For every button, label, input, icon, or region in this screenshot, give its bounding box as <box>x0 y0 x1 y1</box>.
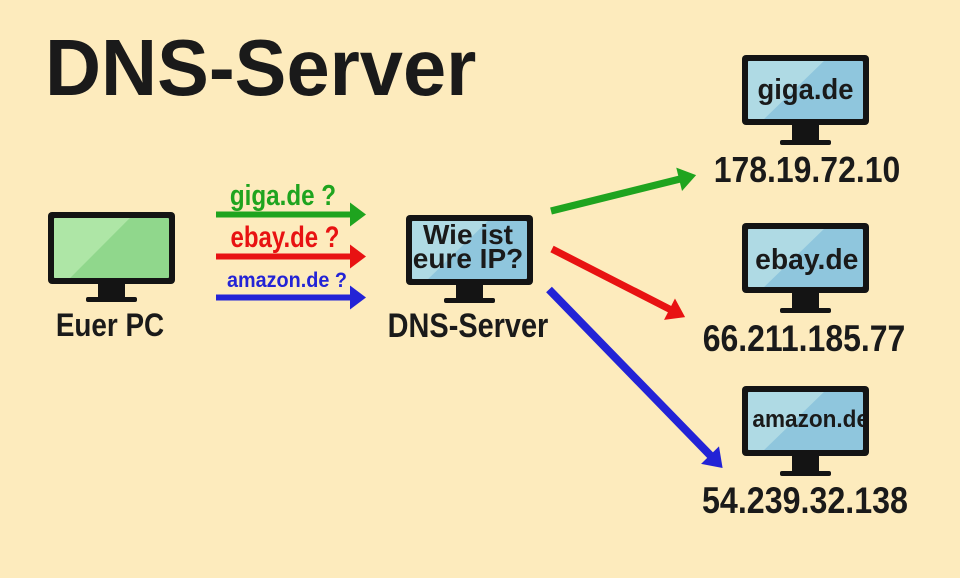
request-arrow-giga <box>216 202 366 227</box>
monitor-stand-neck <box>792 456 819 471</box>
ebay-ip-address: 66.211.185.77 <box>702 317 906 359</box>
amazon-domain-text: amazon.de <box>752 405 863 433</box>
amazon-server-monitor-icon: amazon.de <box>742 386 869 476</box>
monitor-stand-neck <box>792 125 819 140</box>
response-arrow-giga <box>550 167 697 215</box>
request-arrow-amazon <box>216 285 366 310</box>
monitor-stand-base <box>780 308 831 313</box>
monitor-screen: amazon.de <box>748 392 863 450</box>
monitor-screen <box>54 218 169 278</box>
amazon-ip-address: 54.239.32.138 <box>701 480 908 522</box>
page-title: DNS-Server <box>44 23 476 112</box>
monitor-stand-neck <box>792 293 819 308</box>
giga-domain-text: giga.de <box>757 73 854 106</box>
client-pc-label: Euer PC <box>55 306 165 343</box>
monitor-stand-base <box>85 297 137 302</box>
response-arrow-ebay <box>550 245 686 320</box>
monitor-stand-neck <box>98 284 125 297</box>
client-pc-monitor-icon <box>48 212 175 302</box>
monitor-stand-neck <box>456 285 483 298</box>
monitor-stand-base <box>780 140 831 145</box>
monitor-stand-base <box>780 471 831 476</box>
giga-ip-address: 178.19.72.10 <box>713 148 900 190</box>
request-label-amazon: amazon.de ? <box>226 268 347 293</box>
giga-server-monitor-icon: giga.de <box>742 55 869 145</box>
ebay-server-monitor-icon: ebay.de <box>742 223 869 313</box>
monitor-screen: giga.de <box>748 61 863 119</box>
ebay-domain-text: ebay.de <box>755 242 859 275</box>
request-arrow-ebay <box>216 244 366 269</box>
dns-server-label: DNS-Server <box>387 307 549 345</box>
monitor-screen: ebay.de <box>748 229 863 287</box>
request-label-ebay: ebay.de ? <box>230 221 340 254</box>
response-arrow-amazon <box>546 286 723 469</box>
monitor-stand-base <box>444 298 495 303</box>
request-label-giga: giga.de ? <box>229 180 337 213</box>
